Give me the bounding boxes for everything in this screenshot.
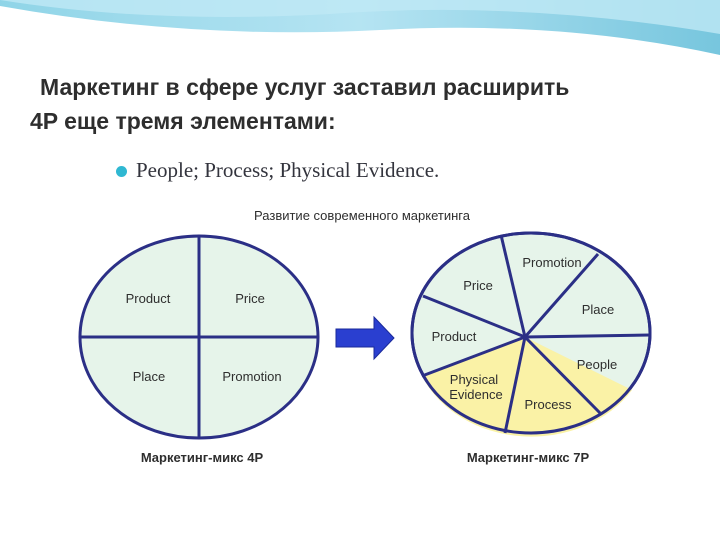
seven-p-physical-label: Physical bbox=[450, 372, 499, 387]
four-p-circle: Product Price Place Promotion bbox=[78, 234, 320, 440]
slide-title-line-2: 4P еще тремя элементами: bbox=[30, 108, 336, 134]
bullet-dot-icon bbox=[116, 165, 127, 177]
seven-p-people-label: People bbox=[577, 357, 617, 372]
seven-p-process-label: Process bbox=[525, 397, 572, 412]
seven-p-product-label: Product bbox=[432, 329, 477, 344]
slide-title-line-1: Маркетинг в сфере услуг заставил расшири… bbox=[40, 74, 570, 100]
four-p-price-label: Price bbox=[235, 291, 265, 306]
four-p-place-label: Place bbox=[133, 369, 166, 384]
four-p-caption: Маркетинг-микс 4Р bbox=[141, 450, 264, 465]
right-arrow-icon bbox=[335, 315, 395, 361]
seven-p-promotion-label: Promotion bbox=[522, 255, 581, 270]
seven-p-caption: Маркетинг-микс 7Р bbox=[467, 450, 590, 465]
four-p-promotion-label: Promotion bbox=[222, 369, 281, 384]
seven-p-place-label: Place bbox=[582, 302, 615, 317]
bullet-item: People; Process; Physical Evidence. bbox=[116, 158, 439, 183]
seven-p-evidence-label: Evidence bbox=[449, 387, 502, 402]
diagram-heading: Развитие современного маркетинга bbox=[254, 208, 471, 223]
slide-title: Маркетинг в сфере услуг заставил расшири… bbox=[30, 70, 700, 138]
seven-p-price-label: Price bbox=[463, 278, 493, 293]
seven-p-circle: Promotion Price Place Product People Phy… bbox=[410, 231, 652, 437]
bullet-text: People; Process; Physical Evidence. bbox=[136, 158, 440, 182]
four-p-product-label: Product bbox=[126, 291, 171, 306]
slide-header-decoration bbox=[0, 0, 720, 60]
seven-p-new-elements-area bbox=[422, 337, 632, 437]
